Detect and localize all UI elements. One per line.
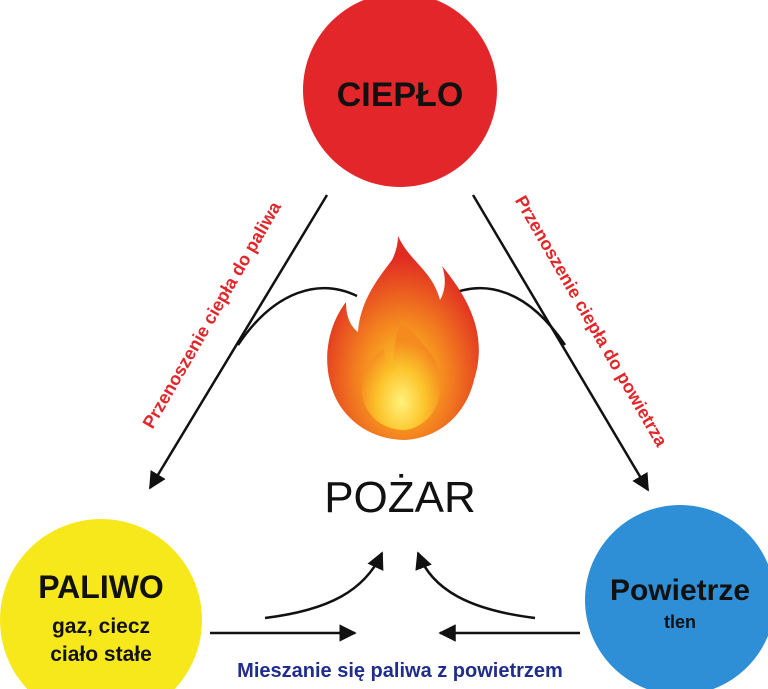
node-heat: CIEPŁO	[303, 0, 497, 187]
arc-air-to-fire	[415, 551, 536, 620]
flame-inner	[362, 318, 441, 430]
air-subtitle: tlen	[664, 612, 696, 632]
edge-label-mixing: Mieszanie się paliwa z powietrzem	[237, 660, 563, 682]
arrow-heat-to-fuel	[148, 194, 329, 490]
node-air: Powietrze tlen	[585, 505, 768, 689]
arc-right-top	[446, 287, 567, 346]
arrow-heat-to-air	[471, 194, 650, 492]
flame-icon	[327, 236, 479, 440]
fuel-line1: gaz, ciecz	[52, 615, 150, 638]
heat-circle	[303, 0, 497, 187]
fuel-circle	[0, 519, 202, 689]
edge-label-heat-to-air: Przenoszenie ciepła do powietrza	[511, 192, 672, 451]
fuel-title: PALIWO	[38, 569, 164, 605]
arc-left-top	[236, 287, 358, 346]
air-circle	[585, 505, 768, 689]
heat-title: CIEPŁO	[337, 76, 464, 114]
arc-fuel-to-fire	[264, 551, 384, 620]
fuel-line2: ciało stałe	[50, 643, 152, 666]
center-label: POŻAR	[324, 473, 476, 522]
node-fuel: PALIWO gaz, ciecz ciało stałe	[0, 519, 202, 689]
air-title: Powietrze	[610, 574, 750, 607]
